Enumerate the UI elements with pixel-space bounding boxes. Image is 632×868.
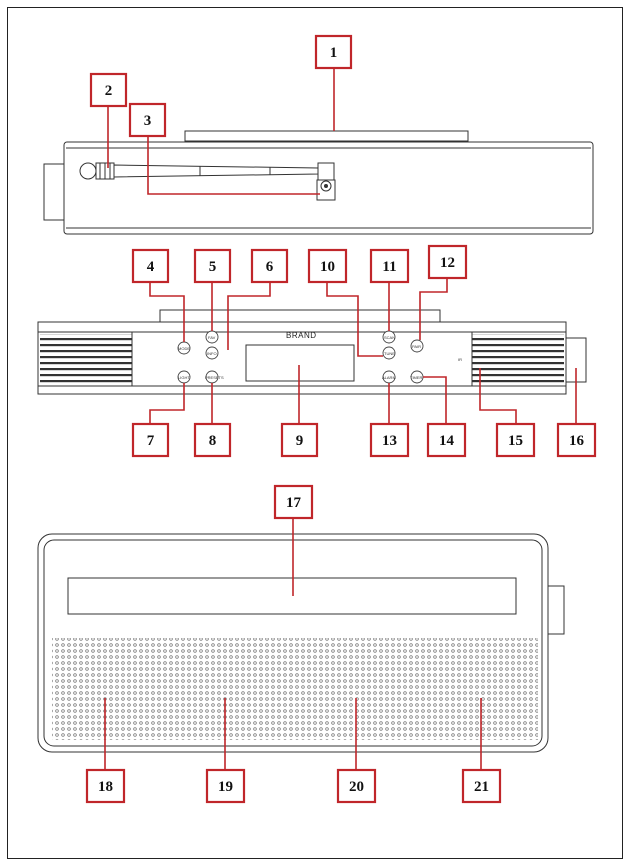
callout-6: 6 (250, 248, 289, 284)
svg-text:9: 9 (296, 433, 304, 449)
callout-1: 1 (314, 34, 353, 70)
svg-text:6: 6 (266, 259, 274, 275)
svg-text:TUNE: TUNE (384, 351, 395, 356)
button-presets[interactable]: PRESETS (205, 370, 224, 384)
lcd-display (245, 344, 355, 382)
svg-text:1: 1 (330, 45, 338, 61)
button-light[interactable]: LIGHT (177, 370, 191, 384)
callout-9: 9 (280, 422, 319, 458)
callout-7: 7 (131, 422, 170, 458)
callout-3: 3 (128, 102, 167, 138)
svg-text:7: 7 (147, 433, 155, 449)
callout-4: 4 (131, 248, 170, 284)
button-alarm[interactable]: ALARM (382, 370, 396, 384)
bottom-knob (547, 585, 565, 635)
page-frame (7, 7, 623, 859)
svg-text:14: 14 (439, 433, 455, 449)
svg-text:4: 4 (147, 259, 155, 275)
button-pair[interactable]: PAIR (410, 339, 424, 353)
callout-5: 5 (193, 248, 232, 284)
leader-lines (104, 68, 577, 770)
svg-text:PAIR: PAIR (412, 344, 421, 349)
callout-11: 11 (369, 248, 410, 284)
svg-text:12: 12 (440, 255, 455, 271)
speaker-perforation (52, 638, 538, 740)
svg-text:3: 3 (144, 113, 152, 129)
svg-text:8: 8 (209, 433, 217, 449)
callout-17: 17 (273, 484, 314, 520)
callout-2: 2 (89, 72, 128, 108)
antenna (79, 162, 336, 201)
svg-text:LIGHT: LIGHT (178, 375, 190, 380)
front-mounting-plate (159, 309, 441, 323)
svg-text:TIMER: TIMER (410, 375, 423, 380)
callout-8: 8 (193, 422, 232, 458)
svg-text:18: 18 (98, 779, 113, 795)
svg-text:11: 11 (382, 259, 396, 275)
callout-21: 21 (461, 768, 502, 804)
callout-16: 16 (556, 422, 597, 458)
svg-text:INFO: INFO (207, 351, 217, 356)
left-speaker-grille (40, 334, 132, 386)
bottom-view (37, 533, 565, 753)
right-speaker-grille (472, 334, 564, 386)
button-scan[interactable]: SCAN (382, 330, 396, 344)
top-knob (43, 163, 65, 221)
callout-20: 20 (336, 768, 377, 804)
svg-text:SCAN: SCAN (384, 335, 395, 340)
callout-12: 12 (427, 244, 468, 280)
brand-label: BRAND (286, 331, 317, 340)
button-fav[interactable]: FAV (205, 330, 219, 344)
svg-text:ALARM: ALARM (382, 375, 396, 380)
button-info[interactable]: INFO (205, 346, 219, 360)
svg-text:5: 5 (209, 259, 217, 275)
top-mounting-plate (184, 130, 469, 142)
svg-text:FAV: FAV (208, 335, 216, 340)
callout-13: 13 (369, 422, 410, 458)
callout-19: 19 (205, 768, 246, 804)
callout-14: 14 (426, 422, 467, 458)
svg-text:2: 2 (105, 83, 113, 99)
svg-text:17: 17 (286, 495, 302, 511)
svg-text:10: 10 (320, 259, 335, 275)
svg-text:21: 21 (474, 779, 489, 795)
callout-10: 10 (307, 248, 348, 284)
button-tune[interactable]: TUNE (382, 346, 396, 360)
svg-text:PRESETS: PRESETS (205, 375, 224, 380)
svg-text:20: 20 (349, 779, 364, 795)
svg-text:15: 15 (508, 433, 523, 449)
callout-15: 15 (495, 422, 536, 458)
svg-text:MODE: MODE (178, 346, 190, 351)
front-view: BRAND IR MODE FAV INFO LIGHT PRESETS SCA… (37, 309, 587, 395)
ir-sensor-label: IR (458, 357, 462, 362)
svg-text:13: 13 (382, 433, 397, 449)
svg-text:16: 16 (569, 433, 585, 449)
top-view (43, 130, 594, 235)
mounting-rail (67, 577, 517, 615)
button-mode[interactable]: MODE (177, 341, 191, 355)
svg-text:19: 19 (218, 779, 233, 795)
callout-18: 18 (85, 768, 126, 804)
